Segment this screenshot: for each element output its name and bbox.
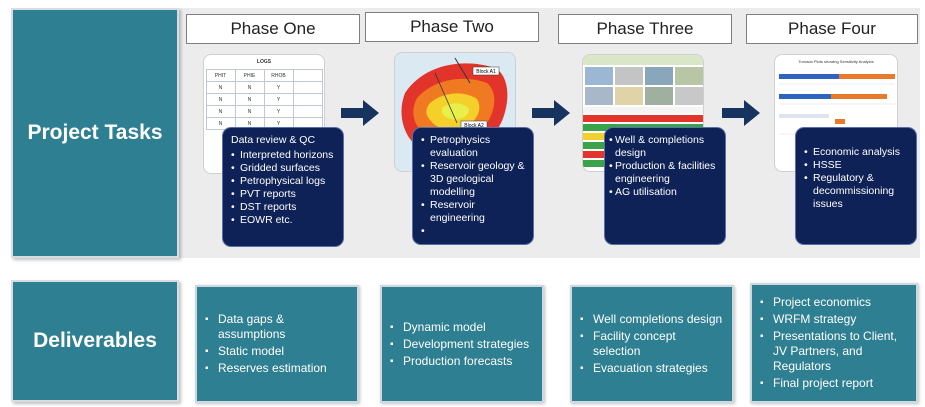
- list-item: DST reports: [231, 201, 337, 214]
- phase-one-header: Phase One: [186, 14, 360, 44]
- list-item: Dynamic model: [390, 320, 534, 335]
- deliverables-phase-two: Dynamic model Development strategies Pro…: [380, 285, 544, 403]
- list-item: Well completions design: [580, 312, 724, 327]
- list-item: Regulatory & decommissioning issues: [804, 172, 910, 211]
- arrow-right-icon: [341, 100, 379, 126]
- phase-three-tasks: Well & completions design Production & f…: [604, 127, 726, 245]
- arrow-right-icon: [532, 100, 570, 126]
- list-item: Data gaps & assumptions: [205, 312, 349, 342]
- deliverables-phase-one: Data gaps & assumptions Static model Res…: [195, 285, 359, 403]
- phase-two-header: Phase Two: [365, 12, 539, 42]
- list-item: WRFM strategy: [760, 312, 908, 327]
- list-item: Development strategies: [390, 337, 534, 352]
- list-item: Petrophysical logs: [231, 175, 337, 188]
- list-item: Interpreted horizons: [231, 149, 337, 162]
- tornado-plot-title: Tornado Plots showing Sensitivity Analys…: [798, 59, 874, 64]
- deliverables-phase-four: Project economics WRFM strategy Presenta…: [750, 283, 918, 403]
- list-item: Production forecasts: [390, 354, 534, 369]
- list-item: Reserves estimation: [205, 361, 349, 376]
- list-item: Presentations to Client, JV Partners, an…: [760, 329, 908, 374]
- list-item: HSSE: [804, 159, 910, 172]
- list-item: AG utilisation: [609, 186, 719, 199]
- phase-one-heading: Data review & QC: [231, 134, 316, 146]
- list-item: Well & completions design: [609, 134, 719, 160]
- phase-four-header: Phase Four: [746, 14, 918, 44]
- block-a1-label: Block A1: [476, 69, 496, 75]
- deliverables-phase-three: Well completions design Facility concept…: [570, 285, 734, 403]
- list-item: Reservoir geology & 3D geological modell…: [421, 160, 527, 199]
- list-item: Project economics: [760, 295, 908, 310]
- list-item: Economic analysis: [804, 146, 910, 159]
- phase-three-header: Phase Three: [558, 14, 732, 44]
- list-item: Production & facilities engineering: [609, 160, 719, 186]
- deliverables-label: Deliverables: [11, 280, 179, 402]
- list-item: Petrophysics evaluation: [421, 134, 527, 160]
- list-item: PVT reports: [231, 188, 337, 201]
- list-item: EOWR etc.: [231, 214, 337, 227]
- phase-four-tasks: Economic analysis HSSE Regulatory & deco…: [795, 127, 917, 245]
- project-tasks-label: Project Tasks: [11, 8, 179, 258]
- list-item: Final project report: [760, 376, 908, 391]
- logs-title: LOGS: [256, 59, 272, 65]
- list-item: Static model: [205, 344, 349, 359]
- list-item: Evacuation strategies: [580, 361, 724, 376]
- phase-one-tasks: Data review & QC Interpreted horizons Gr…: [222, 127, 344, 247]
- phase-two-tasks: Petrophysics evaluation Reservoir geolog…: [412, 127, 534, 245]
- block-a2-label: Block A2: [464, 123, 484, 129]
- list-item: Facility concept selection: [580, 329, 724, 359]
- list-item: Gridded surfaces: [231, 162, 337, 175]
- arrow-right-icon: [722, 100, 760, 126]
- list-item: Reservoir engineering: [421, 199, 527, 225]
